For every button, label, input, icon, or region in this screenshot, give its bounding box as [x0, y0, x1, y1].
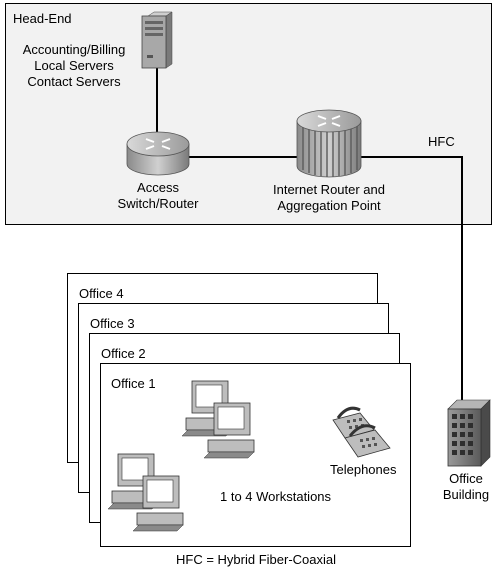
office-2-title: Office 2 [101, 346, 146, 361]
servers-label-line2: Local Servers [34, 58, 114, 73]
internet-router-label: Internet Router and Aggregation Point [254, 182, 404, 214]
workstation-icon [132, 475, 184, 532]
head-end-box [5, 3, 492, 225]
internet-router-icon [296, 109, 362, 178]
footer-note: HFC = Hybrid Fiber-Coaxial [176, 552, 337, 567]
office-1-title: Office 1 [111, 376, 156, 391]
office-building-icon [447, 399, 491, 467]
office-building-label-line1: Office [449, 471, 483, 486]
internet-router-label-line2: Aggregation Point [277, 198, 381, 213]
access-switch-router-icon [126, 131, 190, 176]
hfc-link-label: HFC [428, 134, 455, 149]
office-4-title: Office 4 [79, 286, 124, 301]
workstations-label: 1 to 4 Workstations [220, 489, 332, 504]
internet-router-label-line1: Internet Router and [272, 182, 386, 197]
servers-label: Accounting/Billing Local Servers Contact… [10, 42, 138, 90]
access-switch-label-line2: Switch/Router [117, 196, 199, 211]
workstation-icon [203, 402, 255, 459]
telephone-icon [344, 424, 391, 458]
servers-label-line1: Accounting/Billing [22, 42, 126, 57]
head-end-title: Head-End [13, 11, 72, 26]
office-building-label: Office Building [437, 471, 495, 503]
access-switch-label-line1: Access [137, 180, 179, 195]
office-3-title: Office 3 [90, 316, 135, 331]
telephones-label: Telephones [330, 462, 397, 477]
hfc-line [360, 156, 463, 400]
server-icon [141, 11, 173, 69]
servers-label-line3: Contact Servers [27, 74, 121, 89]
office-building-label-line2: Building [442, 487, 490, 502]
access-switch-label: Access Switch/Router [108, 180, 208, 212]
